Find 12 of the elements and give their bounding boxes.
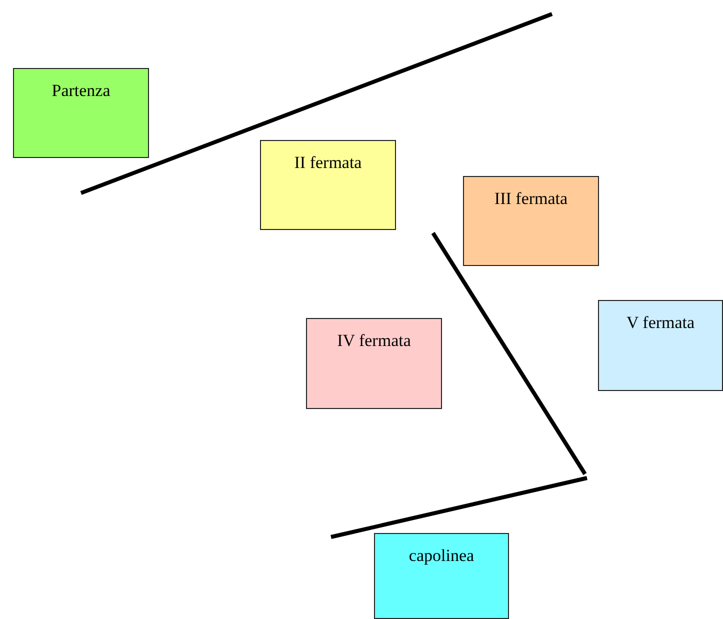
stop-box [306, 318, 442, 409]
stop-box [463, 176, 599, 266]
stop-label: IV fermata [337, 330, 411, 352]
stop-label: V fermata [626, 312, 695, 334]
stop-box [260, 140, 396, 230]
stop-box [598, 300, 723, 391]
stop-label: capolinea [408, 545, 474, 567]
stop-label: III fermata [494, 188, 568, 210]
stop-label: II fermata [294, 152, 362, 174]
stop-label: Partenza [52, 80, 110, 102]
stop-box [374, 533, 509, 619]
stop-box [13, 68, 149, 158]
